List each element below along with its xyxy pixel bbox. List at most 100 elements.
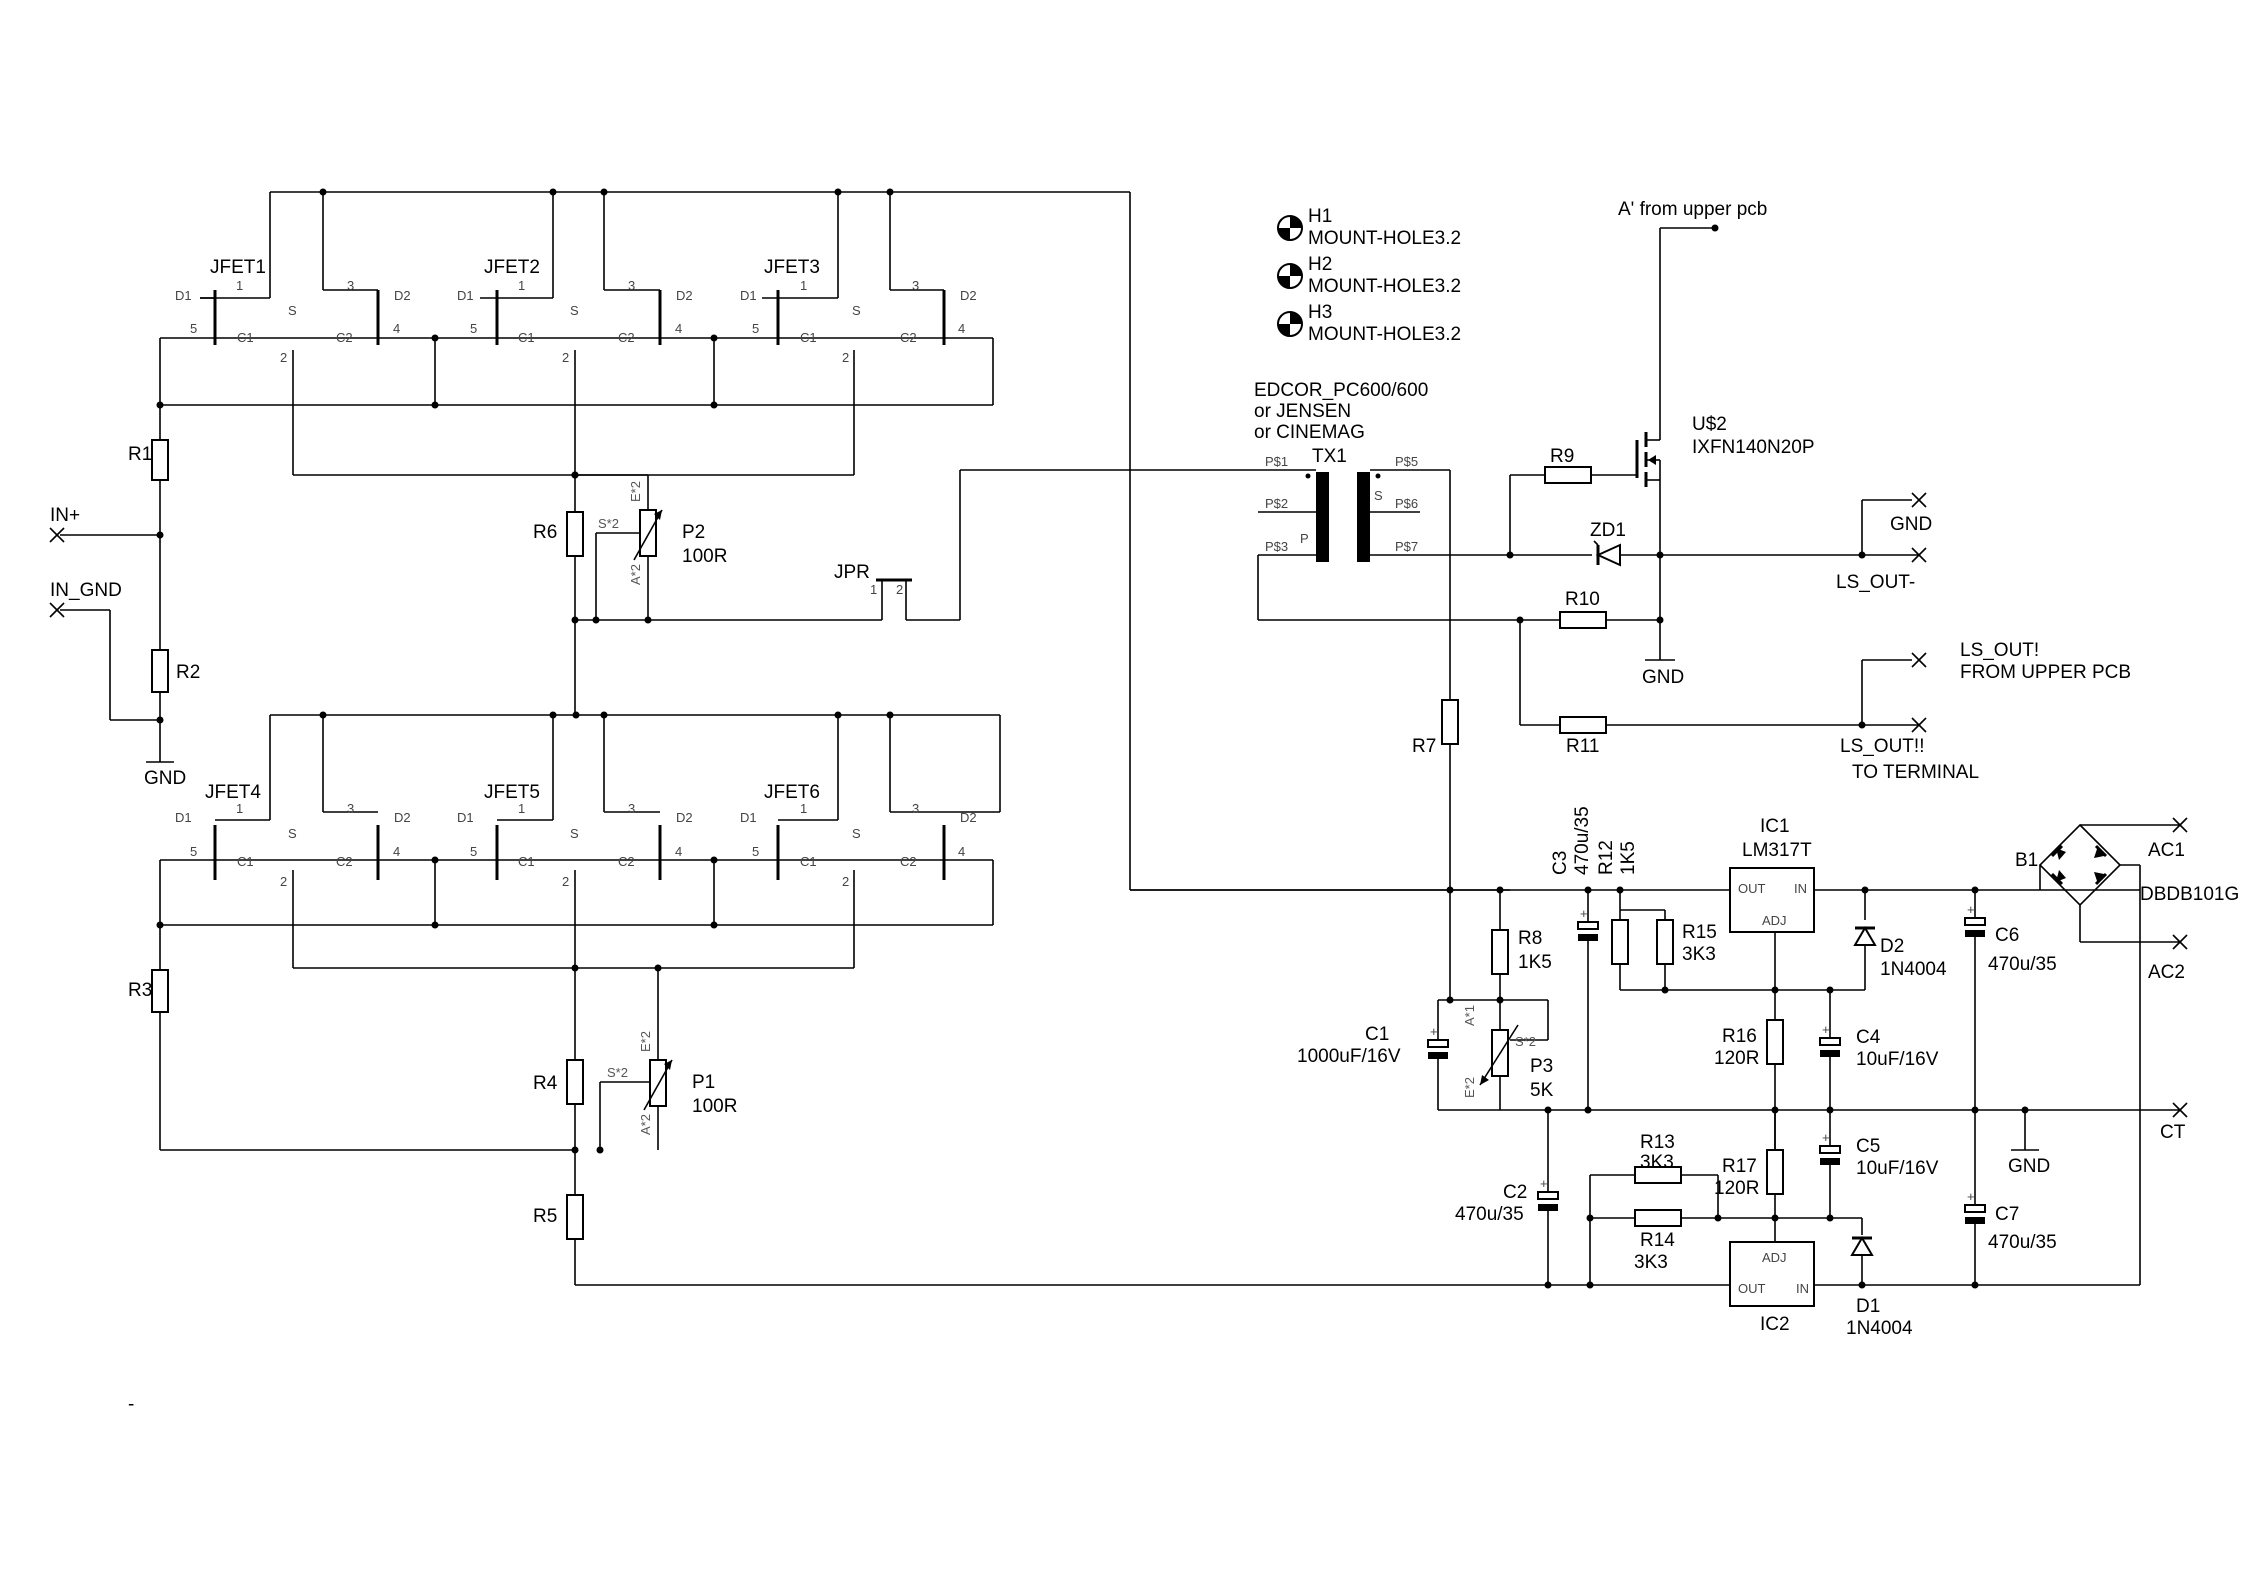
plus-sign: + <box>1822 1022 1830 1037</box>
d2-diode <box>1853 926 1877 946</box>
c4-label: C4 <box>1856 1027 1881 1048</box>
pin-label: 1 <box>518 801 525 816</box>
c3-value: 470u/35 <box>1572 806 1593 875</box>
jpr-pin-2: 2 <box>896 582 903 597</box>
p1-pot <box>649 1059 667 1107</box>
r15-value: 3K3 <box>1682 944 1716 965</box>
ls-out-term-terminal[interactable] <box>1911 717 1927 733</box>
r12-label: R12 <box>1596 840 1617 875</box>
pin-label: D2 <box>960 288 977 303</box>
p1-pin-e: E*2 <box>638 1031 653 1052</box>
pin-label: C1 <box>518 330 535 345</box>
plus-sign: + <box>1540 1176 1548 1191</box>
ls-out-minus-terminal[interactable] <box>1911 547 1927 563</box>
c2-capacitor <box>1537 1191 1559 1200</box>
r1-resistor <box>151 439 169 481</box>
pin-label: D2 <box>394 288 411 303</box>
ic2-regulator <box>1729 1241 1815 1307</box>
p2-pot <box>639 509 657 557</box>
mount-hole-icon <box>1277 215 1303 241</box>
r3-resistor <box>151 969 169 1013</box>
in-plus-terminal[interactable] <box>49 527 65 543</box>
input-stage: JFET1 JFET2 JFET3 D1 1 3 D2 5 C1 S C2 4 … <box>49 188 1760 1286</box>
tx1-pin: P$5 <box>1395 454 1418 469</box>
in-gnd-terminal[interactable] <box>49 602 65 618</box>
jumper-jpr[interactable]: JPR 1 2 <box>834 469 1258 621</box>
pin-label: C2 <box>900 854 917 869</box>
pin-label: 3 <box>628 278 635 293</box>
gnd-label: GND <box>144 768 186 789</box>
pin-label: D1 <box>740 288 757 303</box>
r16-value: 120R <box>1714 1048 1759 1069</box>
ac1-terminal[interactable] <box>2172 817 2188 833</box>
b1-value: DBDB101G <box>2140 884 2239 905</box>
tx1-desc-3: or CINEMAG <box>1254 422 1365 443</box>
pin-label: 3 <box>912 801 919 816</box>
d1-diode <box>1850 1236 1874 1256</box>
zd1-label: ZD1 <box>1590 520 1626 541</box>
r8-value: 1K5 <box>1518 952 1552 973</box>
r10-label: R10 <box>1565 589 1600 610</box>
pin-label: D1 <box>175 288 192 303</box>
gnd-terminal[interactable] <box>1911 492 1927 508</box>
r17-resistor <box>1766 1149 1784 1195</box>
tx1-secondary-core <box>1357 472 1370 562</box>
c6-label: C6 <box>1995 925 2019 946</box>
pin-label: C2 <box>900 330 917 345</box>
r5-label: R5 <box>533 1206 557 1227</box>
c7-value: 470u/35 <box>1988 1232 2057 1253</box>
pin-label: 2 <box>842 874 849 889</box>
p3-pin-a: A*1 <box>1462 1005 1477 1026</box>
input-network: IN+ IN_GND R1 R2 GND R3 <box>49 405 575 1151</box>
ct-terminal[interactable] <box>2172 1102 2188 1118</box>
pin-label: 4 <box>958 844 965 859</box>
tx1-side-s: S <box>1374 488 1383 503</box>
r2-label: R2 <box>176 662 200 683</box>
r14-label: R14 <box>1640 1230 1675 1251</box>
pin-label: D2 <box>394 810 411 825</box>
ic1-adj-pin: ADJ <box>1762 913 1787 928</box>
gnd-ps-label: GND <box>2008 1156 2050 1177</box>
r17-value: 120R <box>1714 1178 1759 1199</box>
r7-label: R7 <box>1412 736 1436 757</box>
c1-value: 1000uF/16V <box>1297 1046 1401 1067</box>
pin-label: C1 <box>237 330 254 345</box>
c3-label: C3 <box>1550 851 1571 875</box>
pin-label: 2 <box>280 874 287 889</box>
to-terminal-label: TO TERMINAL <box>1852 762 1979 783</box>
b1-label: B1 <box>2015 850 2038 871</box>
p1-value: 100R <box>692 1096 737 1117</box>
pin-label: C1 <box>800 330 817 345</box>
a-from-upper-label: A' from upper pcb <box>1618 199 1767 220</box>
pin-label: 4 <box>675 321 682 336</box>
c7-label: C7 <box>1995 1204 2019 1225</box>
pin-label: C2 <box>618 330 635 345</box>
ic2-label: IC2 <box>1760 1314 1790 1335</box>
p2-pin-a: A*2 <box>628 564 643 585</box>
r17-label: R17 <box>1722 1156 1757 1177</box>
ac2-terminal[interactable] <box>2172 934 2188 950</box>
jfet-label: JFET2 <box>484 257 540 278</box>
pin-label: S <box>570 303 579 318</box>
h3-value: MOUNT-HOLE3.2 <box>1308 324 1461 345</box>
gnd-top-label: GND <box>1890 514 1932 535</box>
pin-label: D1 <box>740 810 757 825</box>
ls-out-upper-terminal[interactable] <box>1911 652 1927 668</box>
zener-zd1 <box>1593 540 1621 567</box>
r13-value: 3K3 <box>1640 1152 1674 1173</box>
r4-label: R4 <box>533 1073 558 1094</box>
d1-value: 1N4004 <box>1846 1318 1913 1339</box>
jfet-label: JFET6 <box>764 782 820 803</box>
pin-label: C2 <box>336 330 353 345</box>
r4-resistor <box>566 1059 584 1105</box>
pin-label: 5 <box>752 321 759 336</box>
pin-label: S <box>852 826 861 841</box>
ac1-label: AC1 <box>2148 840 2185 861</box>
c5-capacitor <box>1819 1145 1841 1154</box>
p3-pin-e: E*2 <box>1462 1077 1477 1098</box>
c5-label: C5 <box>1856 1136 1880 1157</box>
pin-label: 5 <box>470 844 477 859</box>
c2-value: 470u/35 <box>1455 1204 1524 1225</box>
c5-value: 10uF/16V <box>1856 1158 1939 1179</box>
r15-label: R15 <box>1682 922 1717 943</box>
